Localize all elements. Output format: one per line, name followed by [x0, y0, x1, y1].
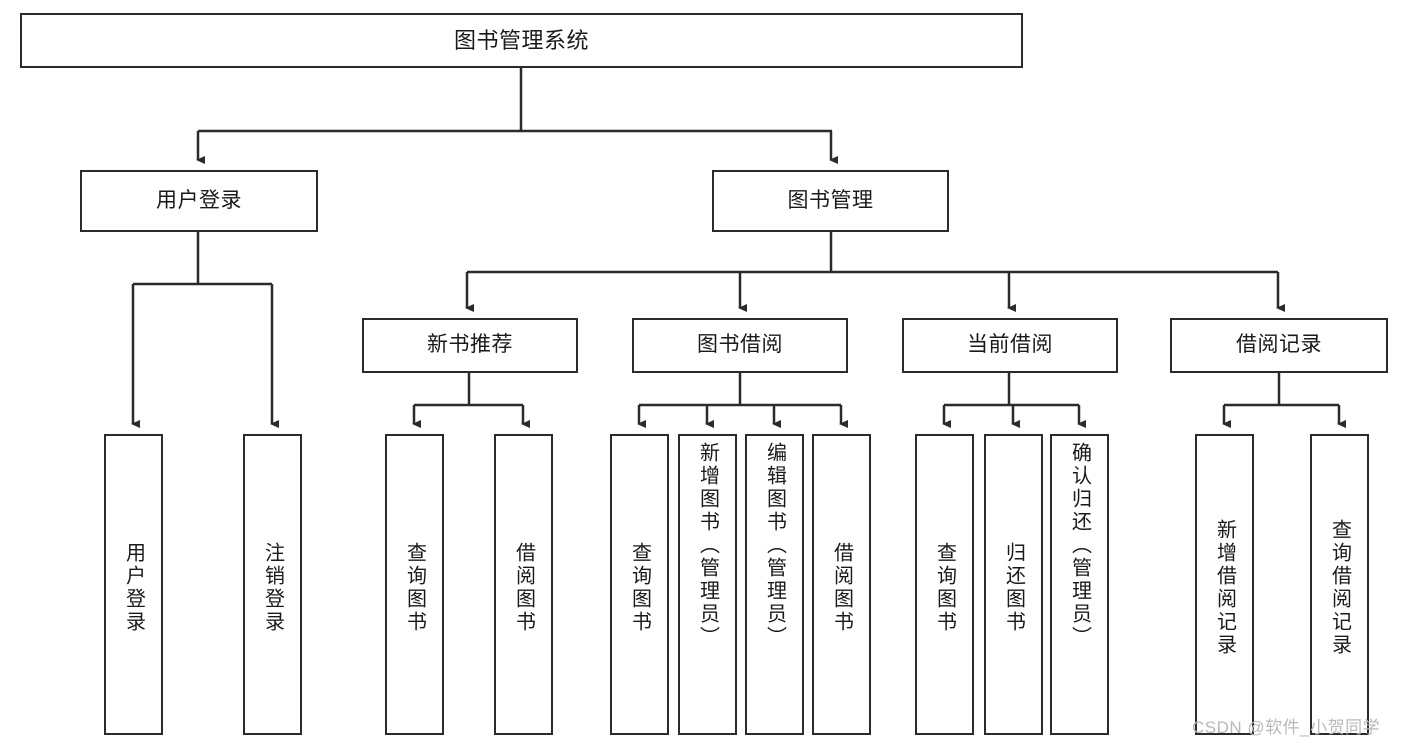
node-leaf-query-record-label: 查询借阅记录 — [1328, 518, 1351, 657]
node-leaf-borrow-book-2-label: 借阅图书 — [830, 541, 853, 634]
node-leaf-confirm-return-label: 确认归还（管理员） — [1068, 442, 1091, 649]
node-current-borrow-label: 当前借阅 — [967, 333, 1053, 357]
node-leaf-return-book[interactable]: 归还图书 — [984, 434, 1043, 735]
node-borrow-record-label: 借阅记录 — [1236, 333, 1322, 357]
node-current-borrow[interactable]: 当前借阅 — [902, 318, 1118, 373]
node-leaf-add-book[interactable]: 新增图书（管理员） — [678, 434, 737, 735]
node-leaf-confirm-return[interactable]: 确认归还（管理员） — [1050, 434, 1109, 735]
node-new-book-rec[interactable]: 新书推荐 — [362, 318, 578, 373]
node-leaf-add-book-label: 新增图书（管理员） — [696, 442, 719, 649]
node-leaf-query-book-1[interactable]: 查询图书 — [385, 434, 444, 735]
node-leaf-add-record[interactable]: 新增借阅记录 — [1195, 434, 1254, 735]
node-leaf-query-book-2-label: 查询图书 — [628, 541, 651, 634]
node-borrow-record[interactable]: 借阅记录 — [1170, 318, 1388, 373]
node-leaf-borrow-book-1-label: 借阅图书 — [512, 541, 535, 634]
node-book-borrow[interactable]: 图书借阅 — [632, 318, 848, 373]
node-leaf-user-login[interactable]: 用户登录 — [104, 434, 163, 735]
node-book-manage-label: 图书管理 — [787, 188, 874, 212]
node-book-borrow-label: 图书借阅 — [697, 333, 783, 357]
node-leaf-query-book-3-label: 查询图书 — [933, 541, 956, 634]
node-leaf-borrow-book-2[interactable]: 借阅图书 — [812, 434, 871, 735]
node-book-manage[interactable]: 图书管理 — [712, 170, 949, 232]
node-leaf-logout[interactable]: 注销登录 — [243, 434, 302, 735]
node-root-label: 图书管理系统 — [453, 27, 589, 53]
node-leaf-query-record[interactable]: 查询借阅记录 — [1310, 434, 1369, 735]
node-leaf-edit-book-label: 编辑图书（管理员） — [763, 442, 786, 649]
node-leaf-borrow-book-1[interactable]: 借阅图书 — [494, 434, 553, 735]
node-leaf-query-book-3[interactable]: 查询图书 — [915, 434, 974, 735]
node-leaf-return-book-label: 归还图书 — [1002, 541, 1025, 634]
node-leaf-edit-book[interactable]: 编辑图书（管理员） — [745, 434, 804, 735]
node-root[interactable]: 图书管理系统 — [20, 13, 1023, 68]
node-leaf-add-record-label: 新增借阅记录 — [1213, 518, 1236, 657]
node-user-login-label: 用户登录 — [156, 188, 242, 212]
node-leaf-user-login-label: 用户登录 — [122, 541, 145, 634]
node-leaf-logout-label: 注销登录 — [261, 541, 284, 634]
node-leaf-query-book-2[interactable]: 查询图书 — [610, 434, 669, 735]
node-new-book-rec-label: 新书推荐 — [427, 333, 513, 357]
watermark-text: CSDN @软件_小贺同学 — [1192, 718, 1381, 737]
node-leaf-query-book-1-label: 查询图书 — [403, 541, 426, 634]
node-user-login[interactable]: 用户登录 — [80, 170, 318, 232]
